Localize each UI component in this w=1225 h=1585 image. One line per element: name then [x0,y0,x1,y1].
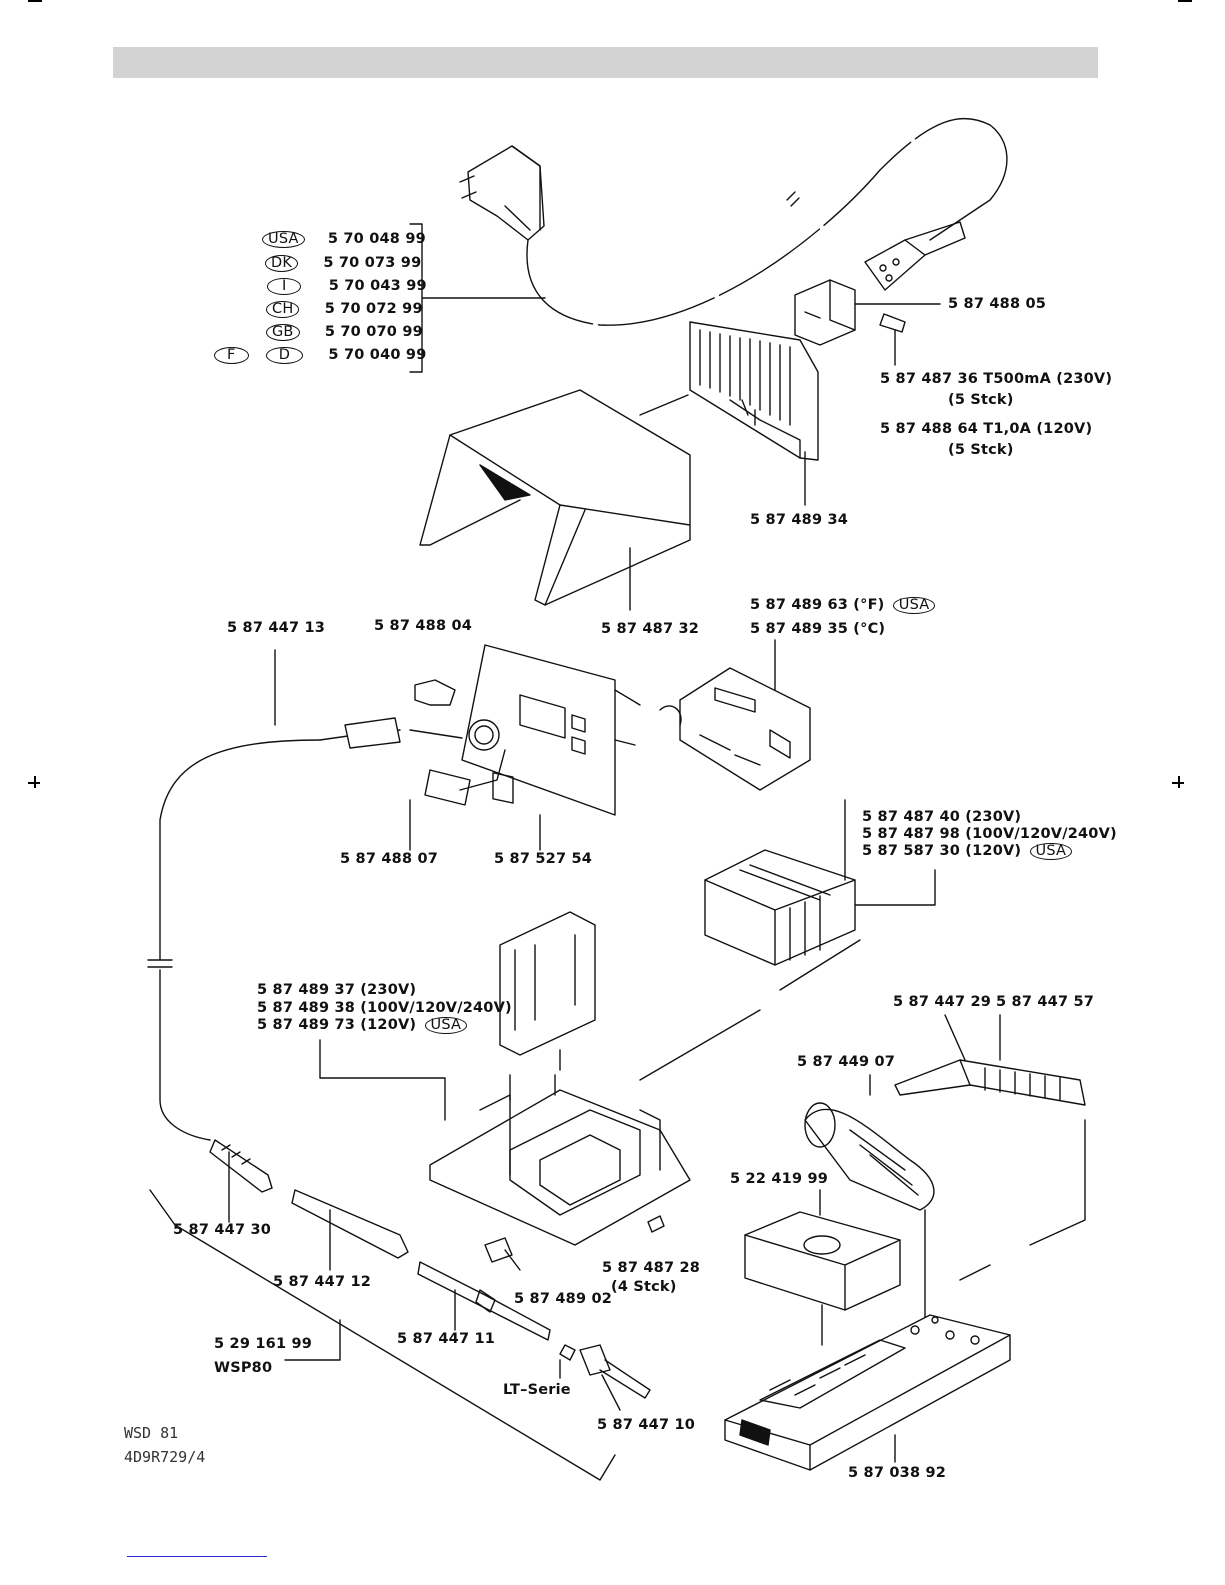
label-feet: 5 87 487 28 [602,1260,701,1276]
part-number: 5 70 072 99 [324,301,423,317]
label-switch: 5 87 488 04 [374,618,473,634]
label-stand: 5 87 038 92 [848,1465,947,1481]
iron-stand [724,1014,1086,1471]
drawing-number: 4D9R729/4 [124,1448,206,1466]
label-holder-b: 5 87 447 57 [996,994,1095,1010]
part-number: 5 87 489 73 (120V) [257,1017,417,1033]
label-cover: 5 87 487 32 [601,621,700,637]
base-housing [319,939,861,1246]
country-badge: USA [892,597,936,614]
label-shield-multi: 5 87 489 38 (100V/120V/240V) [257,1000,512,1016]
label-heatsink: 5 87 489 34 [750,512,849,528]
socket-module [794,279,941,366]
country-badge: DK [265,255,299,272]
label-clip: 5 87 489 02 [514,1291,613,1307]
plug-variant-dk: DK 5 70 073 99 [265,255,421,272]
plug-variant-f-d: F D 5 70 040 99 [214,347,426,364]
label-shield-230: 5 87 489 37 (230V) [257,982,417,998]
label-nut: 5 87 447 10 [597,1417,696,1433]
label-pcb-f: 5 87 489 63 (°F) USA [750,597,936,614]
crop-mark [1178,776,1180,788]
country-badge: I [267,278,302,295]
country-badge: CH [266,301,300,318]
plug-variant-usa: USA 5 70 048 99 [262,231,426,248]
label-heater: 5 87 447 11 [397,1331,496,1347]
country-badge: USA [262,231,305,248]
label-front-panel: 5 87 527 54 [494,851,593,867]
label-fuse-230-qty: (5 Stck) [948,392,1014,408]
display-pcb [659,639,811,791]
label-feet-qty: (4 Stck) [611,1279,677,1295]
country-badge: GB [266,324,300,341]
label-trafo-230: 5 87 487 40 (230V) [862,809,1022,825]
transformer [704,799,936,966]
footer-link-underline[interactable] [127,1556,267,1557]
plug-variant-ch: CH 5 70 072 99 [266,301,423,318]
label-front-label: 5 87 488 07 [340,851,439,867]
part-number: 5 70 040 99 [328,347,427,363]
crop-mark [28,0,42,2]
part-number: 5 87 587 30 (120V) [862,843,1022,859]
crop-mark [34,776,36,788]
label-trafo-120: 5 87 587 30 (120V) USA [862,843,1073,860]
label-fuse-230: 5 87 487 36 T500mA (230V) [880,371,1113,387]
part-number: 5 70 048 99 [327,231,426,247]
part-number: 5 70 070 99 [324,324,423,340]
country-badge: USA [424,1017,468,1034]
cover-hood [419,389,691,611]
shield-plate [499,911,596,1071]
label-grommet: 5 87 447 30 [173,1222,272,1238]
label-socket: 5 87 488 05 [948,296,1047,312]
label-pcb-c: 5 87 489 35 (°C) [750,621,886,637]
connection-cable [147,649,401,1141]
label-fuse-120: 5 87 488 64 T1,0A (120V) [880,421,1093,437]
plug-variant-i: I 5 70 043 99 [267,278,427,295]
label-tip-series: LT–Serie [503,1382,571,1398]
label-fuse-120-qty: (5 Stck) [948,442,1014,458]
label-holder-a: 5 87 447 29 [893,994,992,1010]
country-badge: F [214,347,249,364]
country-badge: D [265,347,304,364]
part-number: 5 70 073 99 [323,255,422,271]
label-iron-name: WSP80 [214,1360,273,1376]
header-bar [113,47,1098,78]
crop-mark [1178,0,1192,2]
label-spiral: 5 87 449 07 [797,1054,896,1070]
heatsink-bracket [639,321,819,506]
label-handle: 5 87 447 12 [273,1274,372,1290]
label-trafo-multi: 5 87 487 98 (100V/120V/240V) [862,826,1117,842]
label-sponge: 5 22 419 99 [730,1171,829,1187]
soldering-iron [149,1139,651,1481]
front-panel [409,644,641,851]
country-badge: USA [1029,843,1073,860]
label-cable-socket: 5 87 447 13 [227,620,326,636]
power-cord [459,117,1008,326]
label-iron-set: 5 29 161 99 [214,1336,313,1352]
part-number: 5 87 489 63 (°F) [750,597,885,613]
plug-variant-gb: GB 5 70 070 99 [266,324,423,341]
label-shield-120: 5 87 489 73 (120V) USA [257,1017,468,1034]
model-code: WSD 81 [124,1424,179,1442]
part-number: 5 70 043 99 [328,278,427,294]
